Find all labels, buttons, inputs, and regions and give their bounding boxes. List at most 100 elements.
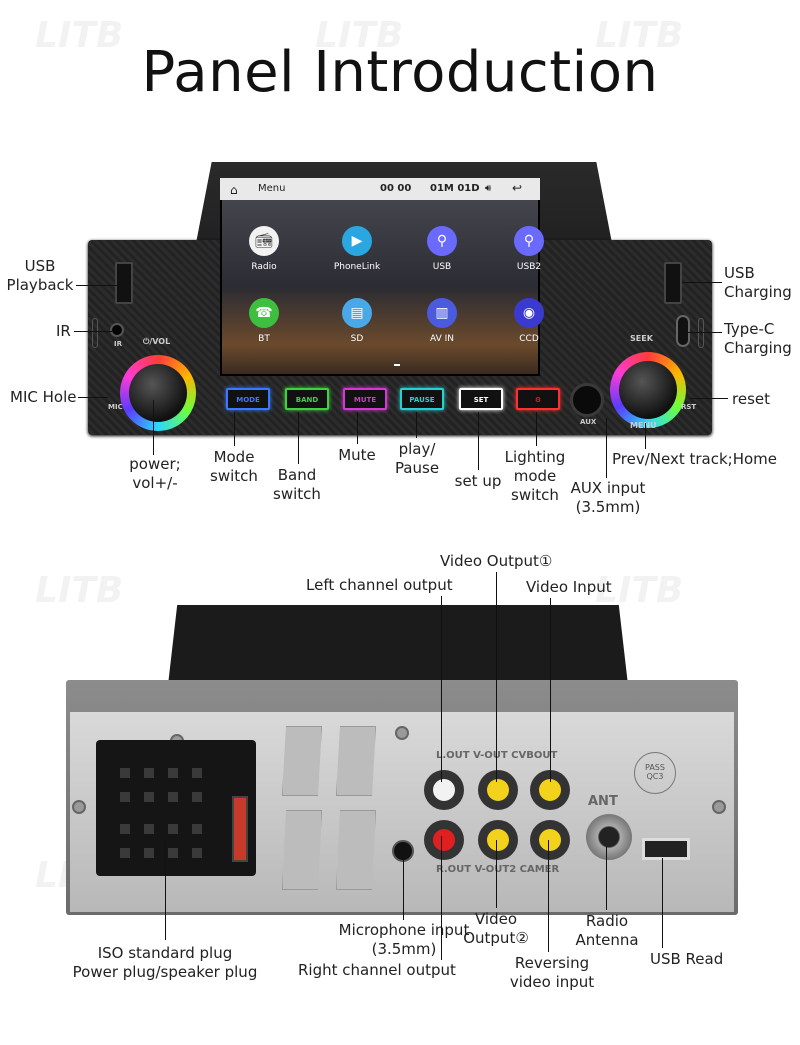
leader-line (403, 858, 404, 920)
iso-pin (144, 792, 154, 802)
rca-video-out-1[interactable] (478, 770, 518, 810)
iso-pin (168, 848, 178, 858)
label-usb-playback: USB Playback (6, 257, 74, 294)
panel-button[interactable]: BAND (285, 388, 329, 410)
label-left-channel: Left channel output (306, 576, 453, 594)
slot-mark (92, 318, 98, 348)
rca-video-in[interactable] (530, 770, 570, 810)
rca-video-out-2[interactable] (478, 820, 518, 860)
app-tile[interactable]: ☎BT (224, 298, 304, 344)
app-tile[interactable]: ◉ CCD (489, 298, 569, 344)
clock: 00 00 (380, 183, 412, 194)
label-lighting-mode: Lighting mode switch (504, 448, 566, 504)
iso-pin (192, 792, 202, 802)
iso-pin (144, 824, 154, 834)
iso-pin (120, 824, 130, 834)
leader-line (478, 412, 479, 470)
label-radio-antenna: Radio Antenna (575, 912, 639, 949)
menu-label[interactable]: Menu (258, 183, 286, 194)
iso-pin (192, 848, 202, 858)
leader-line (496, 840, 497, 908)
volume-icon[interactable]: 🔊︎ (485, 183, 492, 194)
app-label: PhoneLink (333, 262, 381, 272)
touch-screen[interactable] (220, 178, 540, 376)
label-video-input: Video Input (526, 578, 612, 596)
leader-line (153, 400, 154, 455)
leader-line (662, 858, 663, 948)
date: 01M 01D (430, 183, 480, 194)
iso-pin (144, 848, 154, 858)
leader-line (76, 285, 118, 286)
usb-read-port[interactable] (642, 838, 690, 860)
label-mute: Mute (338, 446, 376, 464)
label-video-output-2: Video Output② (463, 910, 529, 947)
app-tile[interactable]: 📻︎ Radio (224, 226, 304, 272)
panel-button[interactable]: SET (459, 388, 503, 410)
label-play-pause: play/ Pause (394, 440, 440, 477)
panel-button[interactable]: MUTE (343, 388, 387, 410)
label-usb-charging: USB Charging (724, 264, 792, 301)
sd-card-icon: ▤ (342, 298, 372, 328)
volume-knob[interactable] (125, 360, 191, 426)
radio-icon: 📻︎ (249, 226, 279, 256)
label-aux-input: AUX input (3.5mm) (570, 479, 646, 516)
menu-mark: MENU (630, 421, 657, 430)
leader-line (496, 572, 497, 782)
app-label: CCD (519, 334, 539, 344)
label-band-switch: Band switch (273, 466, 321, 503)
pass-sticker: PASS QC3 (634, 752, 676, 794)
seek-knob[interactable] (615, 357, 681, 423)
usb-charging-port[interactable] (664, 262, 682, 304)
app-label: AV IN (430, 334, 454, 344)
leader-line (298, 412, 299, 464)
phone-icon: ☎ (249, 298, 279, 328)
leader-line (165, 840, 166, 940)
rca-reversing-in[interactable] (530, 820, 570, 860)
watermark: LITB (35, 15, 124, 56)
iso-pin (144, 768, 154, 778)
leader-line (416, 412, 417, 438)
vent (336, 726, 376, 796)
camera-icon: ◉ (514, 298, 544, 328)
back-icon[interactable]: ↩ (512, 181, 523, 195)
leader-line (536, 412, 537, 446)
iso-pin (120, 792, 130, 802)
iso-pin (168, 768, 178, 778)
label-ir: IR (56, 322, 71, 340)
label-mode-switch: Mode switch (210, 448, 258, 485)
app-tile[interactable]: ⚲USB (402, 226, 482, 272)
page-indicator (394, 364, 400, 366)
screw (712, 800, 726, 814)
antenna-socket[interactable] (586, 814, 632, 860)
leader-line (606, 846, 607, 910)
label-microphone-input: Microphone input (3.5mm) (338, 921, 470, 958)
leader-line (78, 397, 108, 398)
mic-mark: MIC (108, 403, 123, 411)
type-c-port[interactable] (676, 315, 690, 347)
label-iso-plug: ISO standard plug Power plug/speaker plu… (72, 944, 258, 981)
screw (72, 800, 86, 814)
app-tile[interactable]: ⚲USB2 (489, 226, 569, 272)
label-power: power; vol+/- (129, 455, 181, 492)
label-usb-read: USB Read (650, 950, 724, 968)
label-prev-next: Prev/Next track;Home (612, 450, 778, 468)
app-label: Radio (251, 262, 277, 272)
aux-jack[interactable] (570, 383, 604, 417)
panel-button[interactable]: ⚙ (516, 388, 560, 410)
home-icon[interactable]: ⌂ (230, 183, 238, 197)
aux-mark: AUX (580, 418, 597, 426)
watermark: LITB (35, 570, 124, 611)
leader-line (441, 596, 442, 782)
app-tile[interactable]: ▥AV IN (402, 298, 482, 344)
panel-button[interactable]: MODE (226, 388, 270, 410)
rst-mark: RST (681, 403, 697, 411)
panel-button[interactable]: PAUSE (400, 388, 444, 410)
usb-playback-port[interactable] (115, 262, 133, 304)
leader-line (441, 836, 442, 960)
leader-line (234, 412, 235, 446)
ir-mark: IR (114, 340, 122, 348)
rca-right-out[interactable] (424, 820, 464, 860)
rca-left-out[interactable] (424, 770, 464, 810)
app-tile[interactable]: ▤SD (317, 298, 397, 344)
app-tile[interactable]: ▶PhoneLink (317, 226, 397, 272)
